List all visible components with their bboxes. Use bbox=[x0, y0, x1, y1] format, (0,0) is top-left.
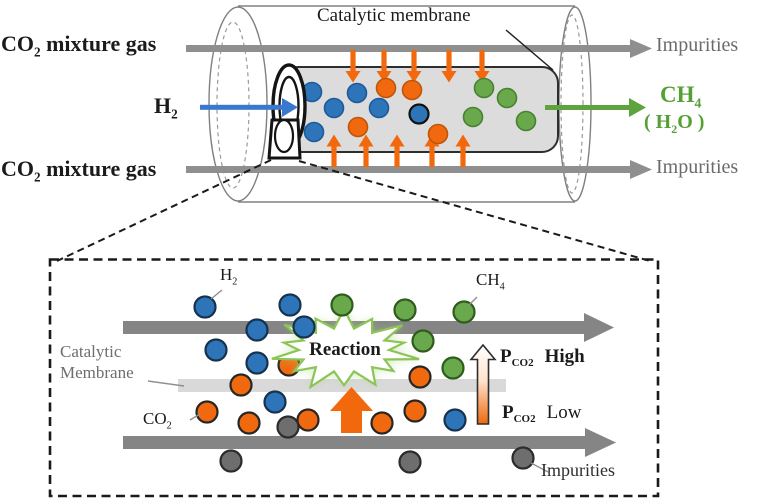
h2-molecule-dot bbox=[292, 315, 316, 339]
ch4-molecule-dot bbox=[452, 300, 476, 324]
ch4-outlet-arrow bbox=[545, 98, 646, 117]
ch4-pointer bbox=[467, 296, 478, 307]
pco2-gradient-arrow bbox=[469, 343, 497, 425]
permeation-arrow-up bbox=[358, 134, 374, 147]
co2-molecule-dot bbox=[403, 399, 427, 423]
shell-right-hidden-edge bbox=[560, 14, 584, 194]
imp-molecule-dot bbox=[219, 449, 243, 473]
ch4-molecule-dot bbox=[462, 106, 484, 128]
zoom-membrane-label-line2: Membrane bbox=[60, 363, 134, 382]
h2-molecule-dot bbox=[193, 295, 217, 319]
co2-molecule-dot bbox=[401, 79, 423, 101]
h2-molecule-dot bbox=[245, 318, 269, 342]
ch4-molecule-dot bbox=[473, 77, 495, 99]
imp-molecule-dot bbox=[398, 450, 422, 474]
reaction-label: Reaction bbox=[309, 339, 381, 360]
ch4-molecule-dot bbox=[515, 110, 537, 132]
zoom-ch4-label: CH4 bbox=[476, 270, 505, 293]
h2-pointer bbox=[210, 289, 223, 300]
co2-molecule-dot bbox=[347, 116, 369, 138]
permeation-arrow-up bbox=[389, 134, 405, 147]
co2-molecule-dot bbox=[296, 408, 320, 432]
zoom-membrane-label: Catalytic Membrane bbox=[60, 341, 134, 383]
co2-molecule-dot bbox=[237, 411, 261, 435]
membrane-title-pointer-line bbox=[505, 29, 554, 71]
permeation-arrow-down bbox=[441, 71, 457, 83]
shell-left-end bbox=[208, 6, 268, 202]
h2-molecule-dot bbox=[204, 338, 228, 362]
permeation-arrow-up bbox=[455, 134, 471, 147]
co2-permeation-arrows-top bbox=[345, 50, 490, 83]
permeation-arrow-down bbox=[406, 71, 422, 83]
h2o-outlet-label: ( H2O ) bbox=[644, 111, 705, 136]
permeation-arrow-up bbox=[326, 134, 342, 147]
ch4-molecule-dot bbox=[496, 87, 518, 109]
co2-molecule-dot bbox=[195, 400, 219, 424]
membrane-pointer bbox=[147, 380, 185, 387]
imp-molecule-dot bbox=[511, 446, 535, 470]
label-pointer-lines bbox=[147, 289, 549, 473]
zoom-impurities-label: Impurities bbox=[541, 460, 615, 480]
ch4-molecule-dot bbox=[411, 329, 435, 353]
feed-gas-label-top: CO2 mixture gas bbox=[1, 31, 157, 60]
ch4-molecule-dot bbox=[441, 356, 465, 380]
feed-flow-arrow-bottom bbox=[186, 160, 652, 179]
co2-molecule-dot bbox=[370, 411, 394, 435]
imp-molecule-dot bbox=[276, 415, 300, 439]
feed-arrowhead-bottom bbox=[630, 160, 652, 179]
co2-permeation-big-arrow bbox=[330, 387, 373, 433]
feed-flow-arrow-top bbox=[186, 39, 652, 58]
magnifier-connector-lines bbox=[56, 159, 651, 262]
h2-molecule-dot bbox=[368, 97, 390, 119]
zoom-co2-label: CO2 bbox=[143, 409, 172, 432]
impurities-label-top: Impurities bbox=[656, 34, 739, 56]
h2-molecule-dot bbox=[303, 121, 325, 143]
h2-inlet-arrow bbox=[200, 98, 298, 117]
h2-molecule-dot bbox=[263, 390, 287, 414]
permeation-arrow-down bbox=[376, 71, 392, 83]
co2-molecule-dot bbox=[408, 365, 432, 389]
permeation-arrow-down bbox=[474, 71, 490, 83]
zoom-membrane-label-line1: Catalytic bbox=[60, 342, 122, 361]
ch4-molecule-dot bbox=[393, 298, 417, 322]
h2-molecule-dot bbox=[323, 97, 345, 119]
magnified-molecules bbox=[193, 293, 535, 474]
membrane-title: Catalytic membrane bbox=[317, 5, 471, 26]
co2-pointer bbox=[189, 413, 201, 421]
co2-molecule-dot bbox=[375, 77, 397, 99]
zoom-h2-label: H2 bbox=[220, 265, 238, 288]
permeation-arrow-down bbox=[345, 71, 361, 83]
h2-molecule-dot bbox=[245, 351, 269, 375]
impurities-label-bottom: Impurities bbox=[656, 156, 739, 178]
impurities-pointer bbox=[530, 462, 549, 473]
reactor-molecules bbox=[301, 77, 537, 145]
co2-molecule-dot bbox=[427, 123, 449, 145]
retentate-flow-arrow bbox=[123, 428, 616, 457]
ch4-outlet-label: CH4 bbox=[660, 82, 702, 111]
ch4-molecule-dot bbox=[330, 293, 354, 317]
h2-inlet-label: H2 bbox=[154, 93, 178, 122]
co2-molecule-dot bbox=[229, 373, 253, 397]
h2-molecule-dot bbox=[443, 408, 467, 432]
feed-gas-label-bottom: CO2 mixture gas bbox=[1, 156, 157, 185]
magnified-view-box bbox=[48, 258, 660, 498]
h2-molecule-dot bbox=[278, 293, 302, 317]
h2-molecule-dot bbox=[346, 82, 368, 104]
h2-molecule-dot bbox=[408, 103, 430, 125]
feed-arrowhead-top bbox=[630, 39, 652, 58]
